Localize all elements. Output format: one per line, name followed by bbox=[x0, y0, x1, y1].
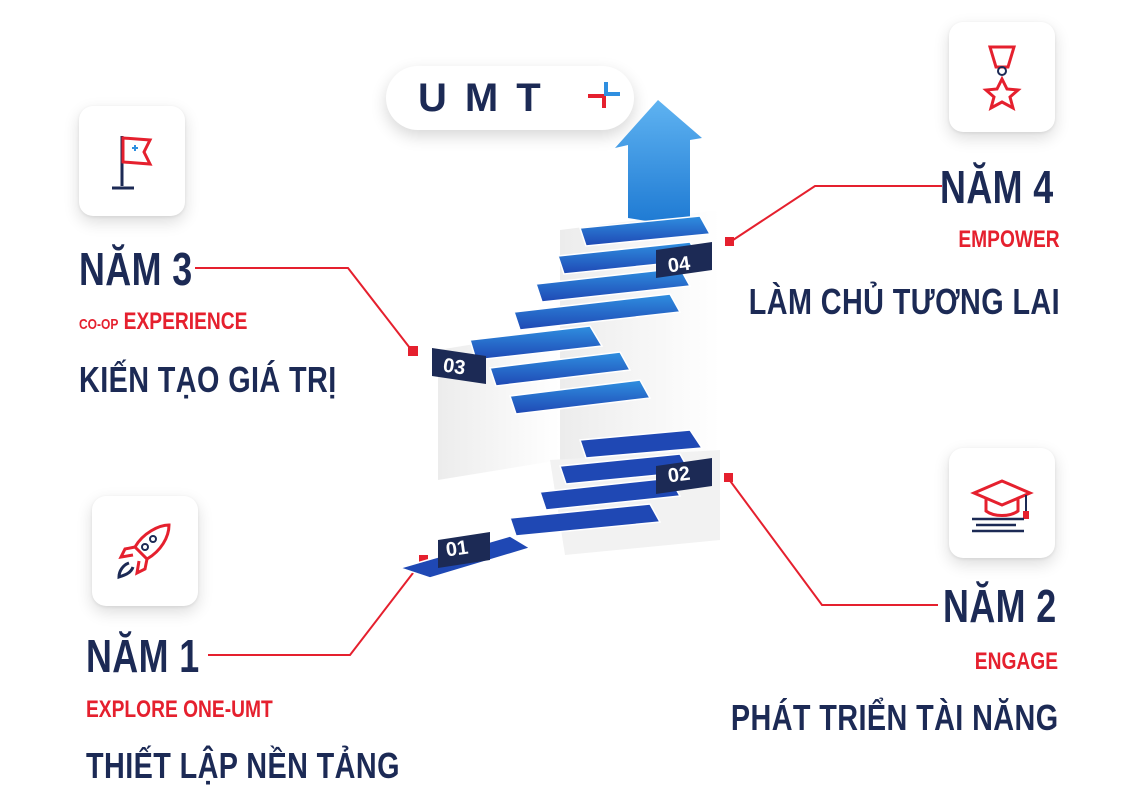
year-2-goal: PHÁT TRIỂN TÀI NĂNG bbox=[730, 697, 1058, 738]
year-1-phase: EXPLORE ONE-UMT bbox=[86, 696, 273, 723]
rocket-icon-card bbox=[92, 496, 198, 606]
step-label-04: 04 bbox=[666, 252, 692, 278]
staircase-illustration bbox=[397, 100, 720, 579]
year-2-title: NĂM 2 bbox=[943, 580, 1057, 632]
year-4-title: NĂM 4 bbox=[940, 161, 1054, 213]
graduation-cap-icon bbox=[970, 479, 1034, 533]
flag-icon bbox=[112, 136, 153, 190]
medal-icon-card bbox=[949, 22, 1055, 132]
step-tag-03 bbox=[432, 348, 486, 384]
graduation-cap-icon-card bbox=[949, 448, 1055, 558]
logo-text: UMT bbox=[418, 76, 559, 120]
year-3-phase-main: EXPERIENCE bbox=[123, 308, 248, 335]
rocket-icon bbox=[117, 523, 171, 580]
year-3-goal: KIẾN TẠO GIÁ TRỊ bbox=[79, 359, 337, 400]
step-tag-01 bbox=[438, 532, 490, 568]
year-3-title: NĂM 3 bbox=[79, 243, 193, 295]
year-3-phase-prefix: CO-OP bbox=[79, 316, 119, 333]
umt-logo: UMT bbox=[386, 66, 634, 130]
step-tag-04 bbox=[656, 242, 712, 278]
year-1-title: NĂM 1 bbox=[86, 630, 200, 682]
logo-plus-mark bbox=[588, 82, 620, 108]
year-4-goal: LÀM CHỦ TƯƠNG LAI bbox=[748, 281, 1060, 322]
year-2-phase: ENGAGE bbox=[974, 648, 1058, 675]
year-1-goal: THIẾT LẬP NỀN TẢNG bbox=[86, 745, 400, 786]
up-arrow bbox=[615, 100, 702, 228]
flag-icon-card bbox=[79, 106, 185, 216]
year-3-phase: CO-OP EXPERIENCE bbox=[79, 310, 247, 334]
step-label-01: 01 bbox=[444, 536, 470, 562]
step-tag-02 bbox=[656, 458, 712, 494]
year-4-phase: EMPOWER bbox=[958, 226, 1060, 253]
step-label-03: 03 bbox=[441, 354, 467, 380]
step-label-02: 02 bbox=[666, 462, 692, 488]
medal-icon bbox=[982, 45, 1022, 112]
